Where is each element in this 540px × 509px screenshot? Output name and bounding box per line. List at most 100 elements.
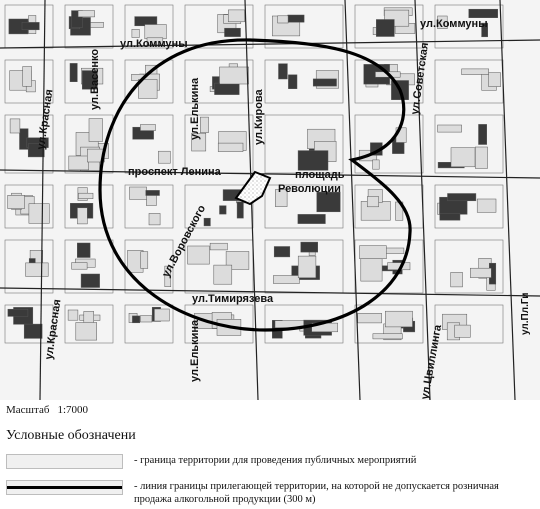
city-block [264,4,344,49]
street-kirova: ул.Кирова [253,88,265,145]
building [372,159,380,170]
building [475,146,488,169]
building [213,264,233,285]
city-block [434,4,504,49]
building [385,310,413,328]
building [7,308,29,317]
city-block [64,239,114,294]
building [28,203,50,224]
building [454,324,471,338]
building [69,63,78,82]
square-label-line1: площадь [295,169,345,181]
scale-label: Масштаб [6,404,50,416]
building [80,273,100,288]
building [82,70,98,90]
building [488,72,501,87]
building [71,10,83,28]
city-block [124,4,174,49]
city-block [64,59,114,104]
building [297,214,326,224]
building [437,15,448,29]
street-timiryazeva: ул.Тимирязева [192,293,274,305]
building [217,142,244,152]
city-block [4,184,54,229]
building [219,205,227,215]
dotted-area-swatch-icon [6,454,123,469]
city-block [434,239,504,294]
building [78,192,94,199]
building [450,147,476,168]
city-block [264,59,344,104]
city-block [354,4,424,49]
building [144,24,167,40]
building [129,186,147,200]
city-block [64,114,114,174]
legend-item-public-events: - граница территории для проведения публ… [6,452,536,472]
city-block [264,184,344,229]
building [164,265,172,287]
street-lenina: проспект Ленина [128,166,222,178]
legend-title: Условные обозначени [6,428,136,443]
building [275,189,288,207]
city-block [184,239,254,294]
building [22,66,32,87]
building [90,22,104,28]
building [68,155,89,171]
building [437,124,462,133]
building [67,309,79,321]
city-block [354,59,424,104]
city-block [434,184,504,229]
building [154,308,170,322]
building [447,193,477,202]
city-block [354,304,424,344]
legend-item-text: - граница территории для проведения публ… [134,455,417,466]
city-block [434,304,504,344]
street-kommuny-left: ул.Коммуны [120,38,188,50]
city-block [124,59,174,104]
street-elkina-top: ул.Елькина [189,77,201,140]
building [236,201,244,219]
building [316,191,341,213]
building [209,242,228,251]
city-block [264,304,344,344]
street-vasenko: ул.Васенко [89,49,101,110]
city-block [184,4,254,49]
building [203,217,211,227]
building [468,8,498,18]
city-block [64,304,114,344]
city-block [4,239,54,294]
building [140,251,149,269]
building [200,116,209,133]
city-block [264,114,344,174]
building [297,150,329,171]
building [77,10,95,18]
city-block [124,304,174,344]
building [187,245,210,265]
building [461,68,489,75]
building [7,195,25,209]
city-block [184,184,254,229]
street-right-edge: ул.Пл.Ги [520,293,531,335]
building [273,246,291,258]
building [77,207,88,225]
building [191,132,207,152]
building [297,255,317,279]
building [273,275,300,284]
scale-value: 1:7000 [57,404,88,416]
building [71,262,88,270]
city-block [184,304,254,344]
building [21,22,40,31]
public-events-territory [234,170,272,206]
building [478,124,487,145]
building [287,14,305,23]
city-map[interactable]: ул.Коммуны ул.Коммуны ул.Васенко ул.Крас… [0,0,540,400]
building [75,322,97,341]
building [77,242,91,258]
building [481,22,488,38]
city-block [184,59,254,104]
city-block [354,114,424,174]
street-kommuny-right: ул.Коммуны [420,18,488,30]
building [214,82,240,95]
city-block [64,184,114,229]
building [140,124,156,131]
